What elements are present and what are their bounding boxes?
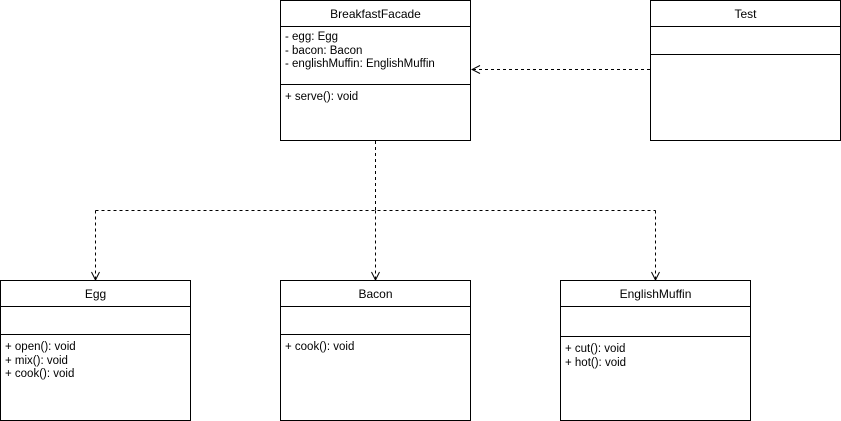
class-egg[interactable]: Egg + open(): void + mix(): void + cook(… bbox=[0, 280, 191, 421]
method: + cook(): void bbox=[285, 341, 355, 353]
methods-section: + open(): void + mix(): void + cook(): v… bbox=[1, 335, 190, 385]
attributes-section bbox=[651, 27, 840, 55]
method: + cut(): void bbox=[565, 343, 626, 355]
method: + open(): void bbox=[5, 341, 76, 353]
attributes-section bbox=[561, 307, 750, 337]
class-breakfast-facade[interactable]: BreakfastFacade - egg: Egg - bacon: Baco… bbox=[280, 0, 471, 141]
method: + mix(): void bbox=[5, 354, 68, 367]
class-name: Egg bbox=[1, 281, 190, 307]
class-name: BreakfastFacade bbox=[281, 1, 470, 27]
methods-section: + cut(): void + hot(): void bbox=[561, 337, 750, 373]
attribute: - englishMuffin: EnglishMuffin bbox=[285, 58, 435, 70]
method: + cook(): void bbox=[5, 368, 75, 380]
class-name: Test bbox=[651, 1, 840, 27]
methods-section: + cook(): void bbox=[281, 335, 470, 358]
class-test[interactable]: Test bbox=[650, 0, 841, 141]
methods-section: + serve(): void bbox=[281, 85, 470, 108]
attribute: - bacon: Bacon bbox=[285, 44, 363, 57]
class-name: Bacon bbox=[281, 281, 470, 307]
class-englishmuffin[interactable]: EnglishMuffin + cut(): void + hot(): voi… bbox=[560, 280, 751, 421]
method: + hot(): void bbox=[565, 356, 627, 369]
method: + serve(): void bbox=[285, 91, 359, 103]
attributes-section bbox=[1, 307, 190, 335]
attribute: - egg: Egg bbox=[285, 31, 339, 43]
attributes-section: - egg: Egg - bacon: Bacon - englishMuffi… bbox=[281, 27, 470, 85]
class-name: EnglishMuffin bbox=[561, 281, 750, 307]
class-bacon[interactable]: Bacon + cook(): void bbox=[280, 280, 471, 421]
methods-section bbox=[651, 55, 840, 61]
attributes-section bbox=[281, 307, 470, 335]
